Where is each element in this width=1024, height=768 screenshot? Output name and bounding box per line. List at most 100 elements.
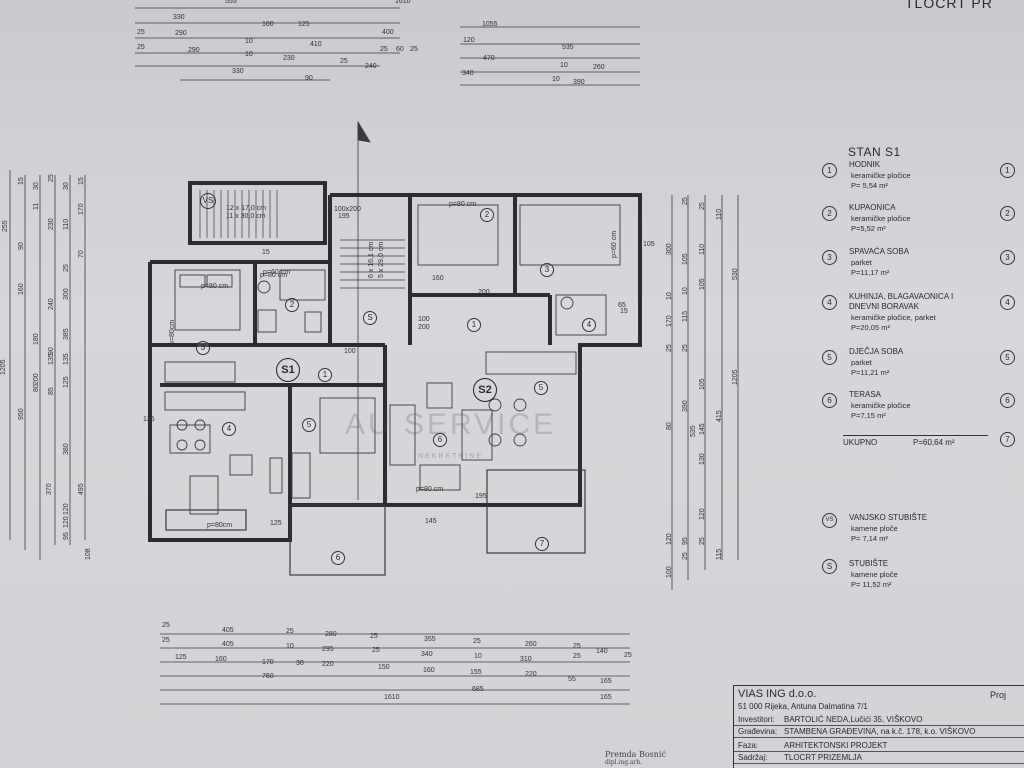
dim-right: 105 bbox=[699, 378, 706, 390]
dim-right: 110 bbox=[716, 208, 723, 220]
stair-note: 11 x 30,0 cm bbox=[226, 213, 266, 220]
dim-top-right: 535 bbox=[562, 44, 574, 51]
dim-bottom: 10 bbox=[286, 643, 294, 650]
door-dim: p=60 cm bbox=[611, 230, 618, 258]
dim-right: 130 bbox=[699, 453, 706, 465]
room-tag: 1 bbox=[467, 318, 481, 332]
room-tag: 6 bbox=[331, 551, 345, 565]
title-row-label: Investitori: bbox=[738, 715, 775, 724]
legend-name: KUPAONICA bbox=[849, 203, 896, 212]
stair-note: 6 x 16,1 cm bbox=[368, 241, 375, 278]
dim-bottom: 25 bbox=[372, 647, 380, 654]
dim-bottom: 155 bbox=[470, 669, 482, 676]
legend-num: 5 bbox=[822, 350, 837, 365]
dim-left: 495 bbox=[78, 483, 85, 495]
dim-left: 85 bbox=[48, 387, 55, 395]
dim-top: 25 bbox=[340, 58, 348, 65]
legend-name: DJEČJA SOBA bbox=[849, 347, 904, 356]
dim-bottom: 25 bbox=[624, 652, 632, 659]
dim-right: 25 bbox=[682, 344, 689, 352]
plan-dim: 200 bbox=[478, 289, 490, 296]
legend-num: 3 bbox=[822, 250, 837, 265]
dim-top-right: 10 bbox=[560, 62, 568, 69]
dim-left: 380 bbox=[63, 443, 70, 455]
legend-name: STUBIŠTE bbox=[849, 559, 889, 568]
dim-top: 25 bbox=[410, 46, 418, 53]
door-dim: p=80 cm bbox=[449, 201, 477, 208]
door-dim: p=60 cm bbox=[263, 269, 291, 276]
dim-top-right: 120 bbox=[463, 37, 475, 44]
dim-left: 170 bbox=[78, 203, 85, 215]
dim-left: 240 bbox=[48, 298, 55, 310]
dim-top: 10 bbox=[245, 51, 253, 58]
door-dim: 100x200 bbox=[334, 206, 361, 213]
title-corner: Proj bbox=[990, 690, 1007, 700]
dim-top: 410 bbox=[310, 41, 322, 48]
dim-right: 10 bbox=[682, 287, 689, 295]
legend-num-right: 1 bbox=[1000, 163, 1015, 178]
stair-vs-tag: VS bbox=[200, 193, 216, 209]
dim-bottom: 25 bbox=[162, 637, 170, 644]
dim-bottom: 125 bbox=[175, 654, 187, 661]
dim-bottom: 30 bbox=[296, 660, 304, 667]
plan-dim: 100 bbox=[344, 348, 356, 355]
dim-right: 105 bbox=[682, 253, 689, 265]
dim-left: 125 bbox=[63, 376, 70, 388]
dim-right: 25 bbox=[682, 197, 689, 205]
dim-bottom: 25 bbox=[573, 653, 581, 660]
dim-left: 108 bbox=[85, 548, 92, 560]
dim-right: 95 bbox=[682, 537, 689, 545]
dim-right: 120 bbox=[666, 533, 673, 545]
legend-finish: keramičke pločice bbox=[851, 401, 911, 410]
dim-bottom: 295 bbox=[322, 646, 334, 653]
dim-bottom: 260 bbox=[525, 641, 537, 648]
architect-stamp: Premda Bosnić dipl.ing.arh. bbox=[605, 750, 666, 766]
dim-bottom: 10 bbox=[474, 653, 482, 660]
legend-finish: parket bbox=[851, 258, 872, 267]
title-block: VIAS ING d.o.o. 51 000 Rijeka, Antuna Da… bbox=[733, 685, 1024, 768]
dim-bottom: 140 bbox=[596, 648, 608, 655]
dim-right: 530 bbox=[732, 268, 739, 280]
company-address: 51 000 Rijeka, Antuna Dalmatina 7/1 bbox=[738, 702, 868, 711]
legend-area: P=11,17 m² bbox=[851, 268, 890, 277]
dim-right: 1205 bbox=[732, 369, 739, 385]
dim-top: 25 bbox=[137, 29, 145, 36]
dim-top: 100 bbox=[262, 21, 274, 28]
legend-num: VS bbox=[822, 513, 837, 528]
legend-title: STAN S1 bbox=[848, 145, 901, 159]
dim-left: 30 bbox=[33, 182, 40, 190]
legend-area: P=7,15 m² bbox=[851, 411, 886, 420]
door-dim: p=80cm bbox=[169, 319, 176, 345]
title-row: Sadržaj: TLOCRT PRIZEMLJA bbox=[734, 752, 1024, 764]
dim-left: 120 bbox=[63, 516, 70, 528]
dim-right: 170 bbox=[666, 315, 673, 327]
title-row-label: Građevina: bbox=[738, 727, 778, 736]
dim-top-right: 390 bbox=[573, 79, 585, 86]
room-tag: 3 bbox=[540, 263, 554, 277]
door-dim: p=80 cm bbox=[201, 283, 229, 290]
legend-finish: keramičke pločice, parket bbox=[851, 313, 936, 322]
sheet-title: TLOCRT PR bbox=[905, 0, 993, 11]
legend-num-right: 6 bbox=[1000, 393, 1015, 408]
legend-area: P= 11,52 m² bbox=[851, 580, 892, 589]
dim-left: 120 bbox=[63, 503, 70, 515]
dim-top-right: 340 bbox=[462, 70, 474, 77]
agency-watermark-sub: NEKRETNINE bbox=[418, 453, 484, 460]
dim-left: 15 bbox=[18, 177, 25, 185]
dim-left: 1205 bbox=[0, 359, 7, 375]
plan-dim: 125 bbox=[143, 416, 155, 423]
dim-bottom: 355 bbox=[424, 636, 436, 643]
dim-top: 400 bbox=[382, 29, 394, 36]
dim-bottom: 760 bbox=[262, 673, 274, 680]
title-row-label: Sadržaj: bbox=[738, 753, 768, 762]
dim-right: 300 bbox=[666, 243, 673, 255]
dim-bottom: 220 bbox=[525, 671, 537, 678]
company-name: VIAS ING d.o.o. bbox=[738, 688, 817, 700]
legend-finish: kamene ploče bbox=[851, 570, 898, 579]
legend-num-right: 5 bbox=[1000, 350, 1015, 365]
dim-right: 25 bbox=[699, 537, 706, 545]
stair-note: 12 x 17,0 cm bbox=[226, 205, 267, 212]
dim-top: 60 bbox=[396, 46, 404, 53]
legend-total: UKUPNO P=60,64 m² bbox=[843, 435, 988, 447]
